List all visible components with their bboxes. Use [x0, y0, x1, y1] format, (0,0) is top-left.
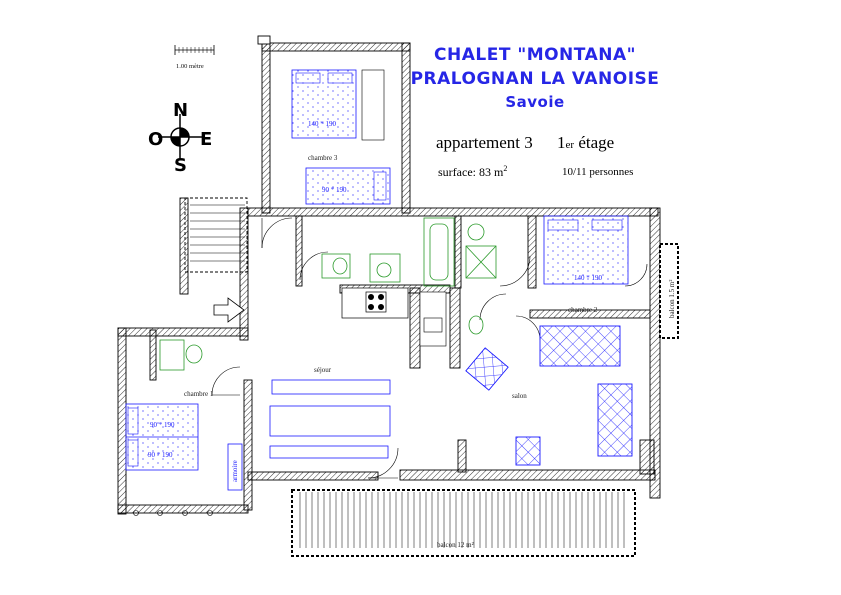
room-label-chambre2: chambre 2 [568, 306, 598, 314]
bed-label: 90 * 190 [148, 451, 173, 459]
apartment-line: appartement 3 1er étage [436, 133, 614, 153]
room-label-balcon-small: balcon 1.5 m² [668, 280, 676, 318]
title-region: Savoie [505, 93, 565, 111]
capacity-label: 10/11 personnes [562, 166, 634, 178]
armoire-label: armoire [231, 460, 239, 482]
compass-south: S [174, 155, 187, 176]
compass-rose: N O E S [148, 100, 212, 176]
compass-north: N [173, 100, 188, 121]
bed-label: 90 * 190 [150, 421, 175, 429]
floor-word: étage [578, 133, 615, 152]
room-label-salon: salon [512, 392, 527, 400]
bed-label: 140 * 190 [308, 120, 337, 128]
scale-bar: 1.00 mètre [174, 45, 215, 70]
beds-chambre1: 90 * 190 90 * 190 [125, 403, 199, 471]
floor-number: 1 [557, 133, 566, 152]
surface-info: surface: 83 m2 [438, 164, 507, 180]
room-label-balcon-large: balcon 12 m² [437, 541, 474, 549]
compass-west: O [148, 129, 163, 150]
entry-arrow [213, 297, 245, 323]
wardrobe-chambre3 [361, 69, 385, 141]
room-label-chambre1: chambre 1 [184, 390, 214, 398]
bed-chambre3-double: 140 * 190 [291, 69, 357, 139]
surface-exponent: 2 [503, 164, 508, 173]
title-location: PRALOGNAN LA VANOISE [410, 69, 660, 89]
salon-furniture [465, 325, 633, 466]
bed-label: 90 * 190 [322, 186, 347, 194]
balcony-large: balcon 12 m² [291, 489, 636, 557]
wardrobe-chambre1: armoire [227, 443, 243, 491]
room-label-chambre3: chambre 3 [308, 154, 338, 162]
title-chalet: CHALET "MONTANA" [434, 45, 636, 65]
balcony-small [659, 243, 679, 339]
kitchen [341, 287, 447, 347]
bed-chambre3-single: 90 * 190 [305, 167, 391, 205]
window-marks [133, 510, 213, 516]
bed-chambre2-double: 140 * 190 [543, 215, 629, 285]
compass-east: E [200, 129, 212, 150]
room-label-sejour: séjour [314, 366, 332, 374]
bed-label: 140 * 190 [574, 274, 603, 282]
doors [211, 217, 648, 479]
surface-label: surface: 83 m [438, 165, 504, 179]
floor-suffix: er [565, 139, 575, 151]
scale-label: 1.00 mètre [176, 63, 204, 70]
sanitary-fixtures [159, 217, 497, 371]
apartment-label: appartement 3 [436, 133, 533, 152]
dining-set [269, 379, 391, 459]
